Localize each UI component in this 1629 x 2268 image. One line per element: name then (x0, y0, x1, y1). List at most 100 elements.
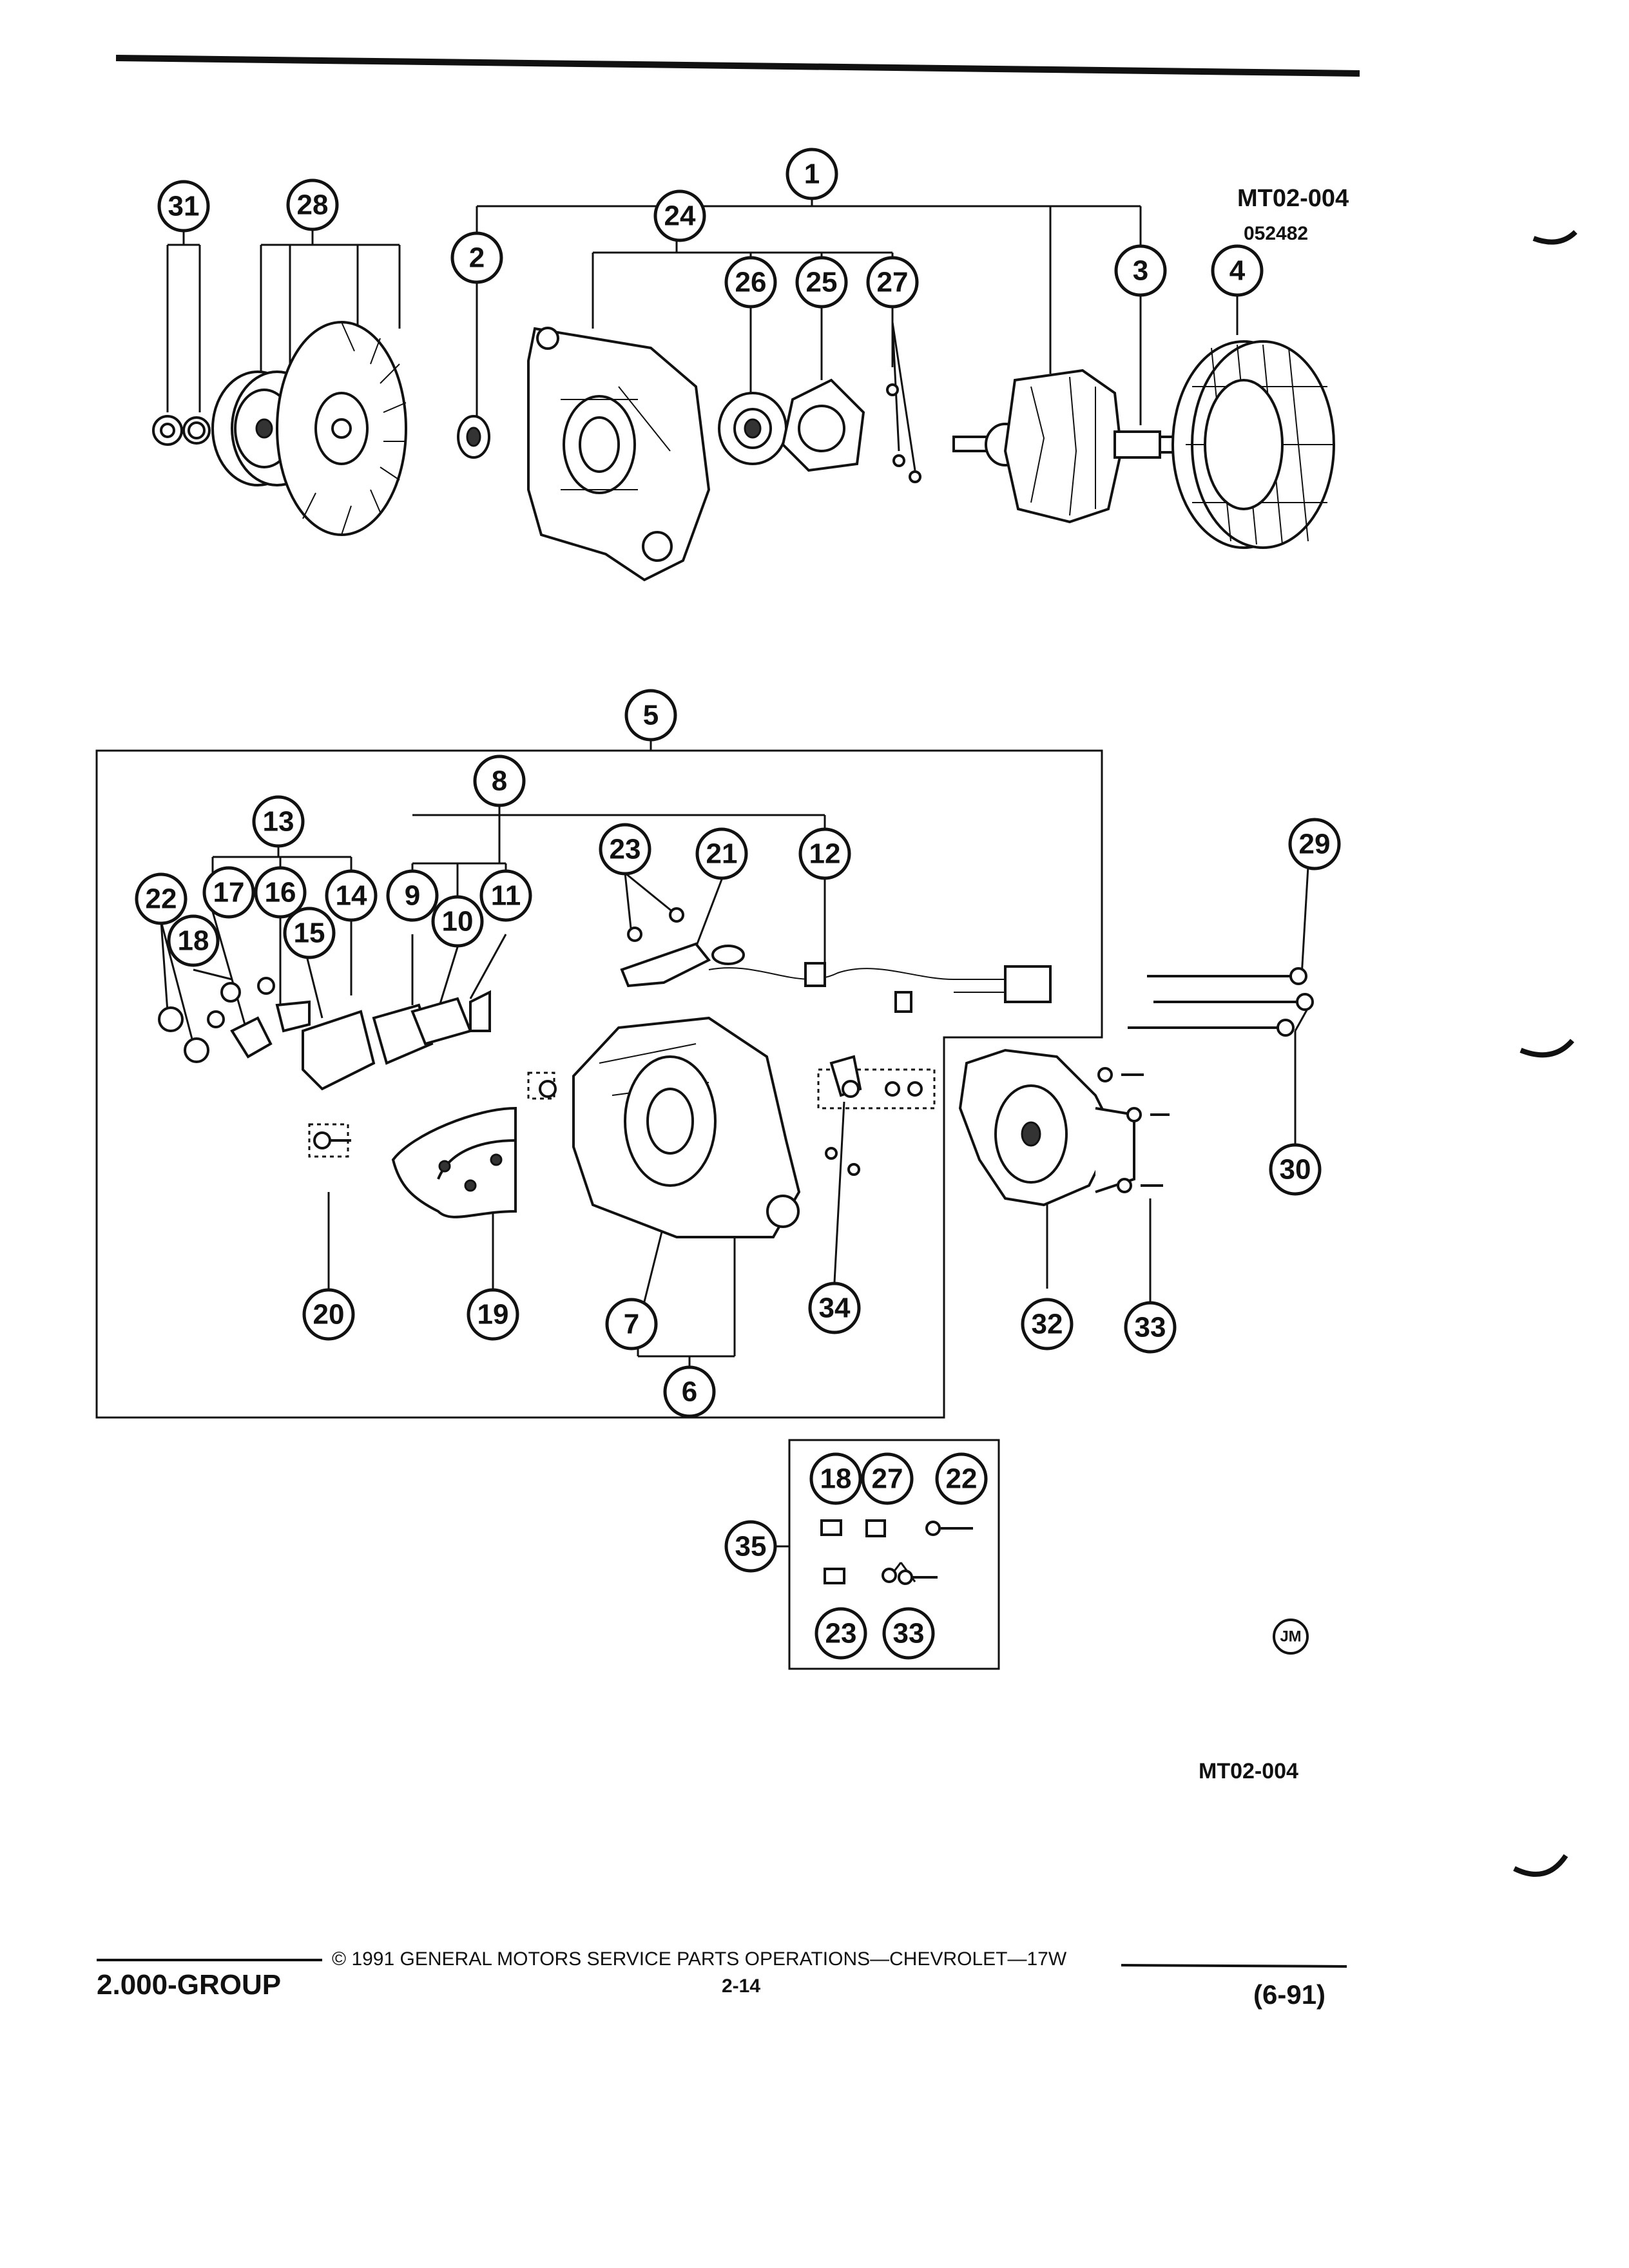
part-screws-27 (886, 383, 921, 483)
svg-text:28: 28 (297, 189, 329, 221)
callout-35: 35 (724, 1520, 777, 1573)
svg-text:15: 15 (294, 918, 325, 949)
part-retainer-plate (781, 378, 865, 472)
svg-text:30: 30 (1280, 1154, 1311, 1186)
callout-kit-22: 22 (935, 1452, 988, 1505)
part-nut-washer (152, 415, 211, 446)
callout-32: 32 (1021, 1298, 1074, 1350)
callout-10: 10 (431, 895, 484, 948)
svg-text:29: 29 (1299, 829, 1331, 860)
part-rotor (952, 369, 1181, 524)
callout-34: 34 (808, 1282, 861, 1334)
svg-text:4: 4 (1229, 255, 1246, 287)
svg-text:8: 8 (492, 765, 507, 797)
svg-text:20: 20 (313, 1299, 345, 1331)
callout-18: 18 (167, 914, 220, 967)
callout-9: 9 (386, 869, 439, 922)
part-terminal-34 (817, 1055, 936, 1176)
svg-text:33: 33 (893, 1618, 925, 1649)
callout-7: 7 (605, 1298, 658, 1350)
svg-text:31: 31 (168, 191, 200, 222)
svg-text:12: 12 (809, 838, 841, 870)
svg-text:16: 16 (265, 877, 296, 908)
callout-21: 21 (695, 827, 748, 880)
svg-text:18: 18 (178, 925, 209, 957)
svg-text:34: 34 (819, 1293, 851, 1324)
svg-text:9: 9 (405, 880, 420, 912)
svg-text:33: 33 (1135, 1312, 1166, 1343)
binder-marks (1513, 230, 1577, 1877)
part-slip-ring-frame-6 (527, 1016, 801, 1238)
kit-parts (820, 1519, 973, 1585)
svg-text:32: 32 (1032, 1309, 1063, 1340)
footer: 2.000-GROUP © 1991 GENERAL MOTORS SERVIC… (97, 1948, 1347, 2010)
svg-text:6: 6 (682, 1376, 697, 1408)
svg-text:14: 14 (336, 880, 367, 912)
svg-text:21: 21 (706, 838, 738, 870)
footer-group: 2.000-GROUP (97, 1969, 281, 2001)
callout-2: 2 (450, 231, 503, 284)
svg-text:13: 13 (263, 806, 294, 838)
svg-text:7: 7 (624, 1309, 639, 1340)
callout-3: 3 (1114, 244, 1167, 297)
callout-17: 17 (202, 866, 255, 919)
callout-8: 8 (473, 754, 526, 807)
part-pulley-fan (211, 321, 407, 536)
figure-code-top: MT02-004 (1237, 185, 1349, 212)
callout-28: 28 (286, 178, 339, 231)
assembly-box-5 (95, 749, 1103, 1419)
callout-4: 4 (1211, 244, 1264, 297)
svg-text:22: 22 (146, 883, 177, 915)
callout-kit-18: 18 (809, 1452, 862, 1505)
svg-text:26: 26 (735, 267, 767, 298)
middle-leaders (160, 740, 1313, 1369)
callout-20: 20 (302, 1288, 355, 1341)
svg-text:19: 19 (477, 1299, 509, 1331)
part-housing-32 (958, 1048, 1135, 1207)
part-through-bolts (1128, 967, 1314, 1037)
callout-1: 1 (786, 148, 838, 200)
callout-kit-33: 33 (882, 1607, 935, 1660)
part-rectifier-19 (391, 1106, 517, 1218)
date-code: 052482 (1244, 223, 1308, 244)
svg-text:17: 17 (213, 877, 245, 908)
callout-26: 26 (724, 256, 777, 309)
svg-text:1: 1 (804, 159, 820, 190)
callout-19: 19 (467, 1288, 519, 1341)
callout-25: 25 (795, 256, 848, 309)
top-rule (115, 55, 1360, 77)
callout-16: 16 (254, 866, 307, 919)
callout-12: 12 (798, 827, 851, 880)
callout-kit-23: 23 (815, 1607, 867, 1660)
svg-text:2: 2 (469, 242, 485, 274)
part-bearing (718, 392, 787, 465)
callout-14: 14 (325, 869, 378, 922)
callout-30: 30 (1269, 1143, 1322, 1196)
footer-copyright: © 1991 GENERAL MOTORS SERVICE PARTS OPER… (332, 1948, 1067, 1970)
callout-5: 5 (624, 689, 677, 742)
part-terminal-plate-21 (620, 907, 711, 988)
callout-22: 22 (135, 872, 188, 925)
callout-27: 27 (866, 256, 919, 309)
part-stator (1171, 340, 1335, 549)
callout-29: 29 (1288, 818, 1341, 870)
svg-text:5: 5 (643, 700, 659, 731)
svg-text:24: 24 (664, 200, 696, 232)
svg-text:23: 23 (825, 1618, 857, 1649)
svg-text:3: 3 (1133, 255, 1148, 287)
figure-code-bottom: MT02-004 (1199, 1759, 1298, 1783)
svg-text:JM: JM (1280, 1628, 1301, 1646)
footer-page: 2-14 (722, 1975, 760, 1997)
part-drive-end-frame (527, 327, 711, 582)
callout-31: 31 (157, 180, 210, 233)
callout-6: 6 (663, 1365, 716, 1418)
svg-text:23: 23 (610, 834, 641, 865)
hardware-kit-box (788, 1439, 1000, 1670)
callout-33: 33 (1124, 1301, 1177, 1354)
footer-revision: (6-91) (1253, 1979, 1325, 2010)
part-harness-12 (708, 945, 1052, 1013)
callout-13: 13 (252, 795, 305, 848)
svg-text:35: 35 (735, 1531, 767, 1562)
part-screws-33 (1097, 1067, 1170, 1193)
part-regulator-brush (158, 977, 491, 1091)
